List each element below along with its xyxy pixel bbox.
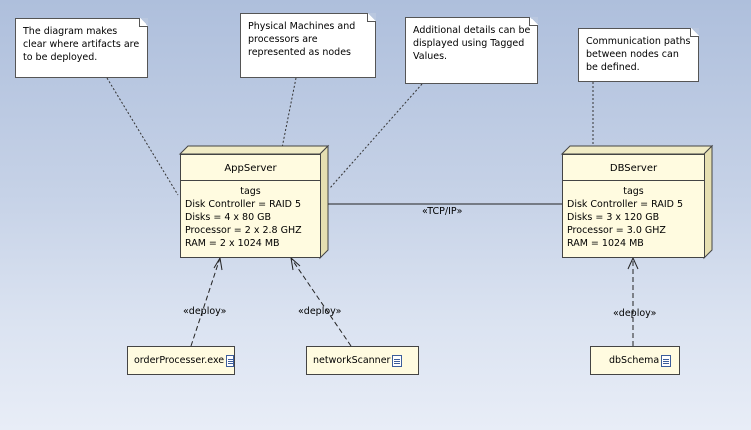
app-node-side-face	[319, 144, 329, 260]
node-dbserver[interactable]: DBServer tags Disk Controller = RAID 5 D…	[562, 154, 705, 258]
note-paths[interactable]: Communication paths between nodes can be…	[578, 28, 699, 82]
deploy-order-arrowhead	[213, 256, 223, 271]
note-fold-icon	[139, 18, 148, 27]
db-node-side-face	[703, 144, 713, 260]
artifact-network-scanner[interactable]: networkScanner	[306, 346, 419, 375]
node-appserver-name: AppServer	[181, 155, 320, 181]
deploy-label-schema: «deploy»	[613, 308, 657, 319]
node-dbserver-name: DBServer	[563, 155, 704, 181]
note-machines-text: Physical Machines and processors are rep…	[248, 21, 356, 58]
note-anchor-machines	[281, 77, 297, 149]
note-tagged-text: Additional details can be displayed usin…	[413, 25, 531, 62]
artifact-document-icon	[661, 354, 672, 367]
note-paths-text: Communication paths between nodes can be…	[586, 36, 691, 73]
tag-value: Processor = 3.0 GHZ	[567, 225, 666, 236]
artifact-order-processer-name: orderProcesser.exe	[134, 355, 225, 366]
note-anchor-tagged	[329, 83, 423, 189]
artifact-network-scanner-name: networkScanner	[313, 355, 391, 366]
deploy-order-line	[190, 257, 221, 347]
deploy-schema-arrowhead	[627, 256, 639, 270]
note-fold-icon	[367, 13, 376, 22]
deploy-label-order: «deploy»	[183, 306, 227, 317]
artifact-db-schema[interactable]: dbSchema	[590, 346, 680, 375]
tag-value: RAM = 2 x 1024 MB	[185, 238, 280, 249]
artifact-order-processer[interactable]: orderProcesser.exe	[127, 346, 235, 375]
note-fold-icon	[529, 17, 538, 26]
deploy-label-scanner: «deploy»	[298, 306, 342, 317]
artifact-db-schema-name: dbSchema	[609, 355, 660, 366]
note-artifacts[interactable]: The diagram makes clear where artifacts …	[15, 18, 148, 78]
tag-value: Disk Controller = RAID 5	[185, 199, 302, 210]
tag-value: Disks = 4 x 80 GB	[185, 212, 272, 223]
app-node-top-face	[178, 145, 330, 155]
note-anchor-artifacts	[106, 77, 179, 196]
deploy-scanner-arrowhead	[290, 256, 301, 271]
note-machines[interactable]: Physical Machines and processors are rep…	[240, 13, 376, 78]
node-dbserver-tags: tags Disk Controller = RAID 5 Disks = 3 …	[563, 181, 704, 254]
tcp-ip-label: «TCP/IP»	[422, 206, 463, 217]
tag-value: Disks = 3 x 120 GB	[567, 212, 660, 223]
artifact-document-icon	[392, 354, 403, 367]
tags-heading: tags	[623, 186, 644, 197]
node-appserver[interactable]: AppServer tags Disk Controller = RAID 5 …	[180, 154, 321, 258]
note-tagged[interactable]: Additional details can be displayed usin…	[405, 17, 538, 84]
artifact-document-icon	[226, 354, 234, 367]
tag-value: RAM = 1024 MB	[567, 238, 644, 249]
tag-value: Disk Controller = RAID 5	[567, 199, 684, 210]
deploy-scanner-line	[290, 257, 352, 347]
node-appserver-tags: tags Disk Controller = RAID 5 Disks = 4 …	[181, 181, 320, 254]
tags-heading: tags	[240, 186, 261, 197]
db-node-top-face	[560, 145, 714, 155]
note-artifacts-text: The diagram makes clear where artifacts …	[23, 26, 140, 63]
note-fold-icon	[690, 28, 699, 37]
tag-value: Processor = 2 x 2.8 GHZ	[185, 225, 302, 236]
